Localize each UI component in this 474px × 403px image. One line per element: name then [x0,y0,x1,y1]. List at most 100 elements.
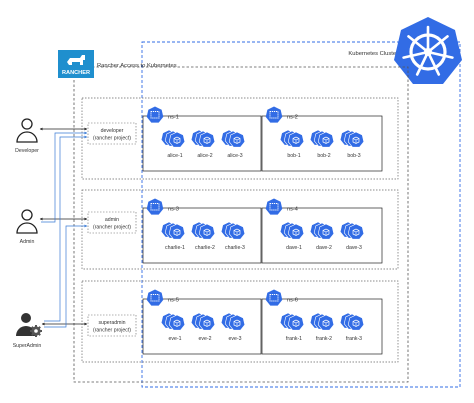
pod-icon [339,221,365,240]
pod-label: bob-2 [317,153,330,159]
namespace-label: ns-4 [287,207,298,213]
pod-1-1[interactable]: alice-1 [160,129,186,159]
pod-1-2[interactable]: alice-2 [190,129,216,159]
pod-label: charlie-3 [225,245,245,251]
project-group-superadmin [81,280,399,363]
project-type: (rancher project) [93,225,131,231]
namespaces-layer: ns-1 alice-1 alice-2 alice-3 ns-2 bob-1 bob-2 b… [142,106,383,355]
superadmin-access-admin-project-arrow [44,224,88,328]
rancher-access-boundary [73,66,409,383]
pod-label: bob-3 [347,153,360,159]
project-group-developer [81,97,399,180]
pod-6-1[interactable]: frank-1 [279,312,305,342]
superadmin-label: SuperAdmin [13,343,42,349]
admin-label: Admin [20,239,35,245]
pod-icon [279,129,305,148]
pod-label: eve-1 [169,336,182,342]
rancher-logo-text: RANCHER [62,70,90,76]
namespace-label: ns-3 [168,207,179,213]
pod-icon [220,221,246,240]
project-box-admin[interactable]: admin (rancher project) [87,211,137,234]
pod-icon [220,129,246,148]
pod-3-1[interactable]: charlie-1 [160,221,186,251]
rancher-title: Rancher Access to Kubernetes [97,63,177,69]
pod-2-2[interactable]: bob-2 [309,129,335,159]
pod-3-3[interactable]: charlie-3 [220,221,246,251]
namespace-label: ns-6 [287,298,298,304]
pod-4-1[interactable]: dave-1 [279,221,305,251]
pod-label: alice-1 [167,153,182,159]
pod-label: alice-3 [227,153,242,159]
pod-icon [160,129,186,148]
namespace-box-3[interactable]: ns-3 charlie-1 charlie-2 charlie-3 [142,198,262,264]
pod-label: frank-3 [346,336,362,342]
pod-label: charlie-2 [195,245,215,251]
namespace-box-5[interactable]: ns-5 eve-1 eve-2 eve-3 [142,289,262,355]
project-name: admin [105,217,119,223]
project-box-developer[interactable]: developer (rancher project) [87,122,137,145]
rancher-logo-icon: RANCHER [58,50,94,78]
pod-label: dave-1 [286,245,302,251]
pod-5-2[interactable]: eve-2 [190,312,216,342]
pod-5-3[interactable]: eve-3 [220,312,246,342]
pod-icon [279,221,305,240]
namespace-box-6[interactable]: ns-6 frank-1 frank-2 frank-3 [261,289,383,355]
namespace-box-4[interactable]: ns-4 dave-1 dave-2 dave-3 [261,198,383,264]
namespace-label: ns-2 [287,115,298,121]
project-name: developer [101,128,124,134]
admin-access-developer-project-arrow [41,131,88,223]
pod-icon [190,312,216,331]
namespace-icon [146,198,164,215]
pod-icon [279,312,305,331]
pod-icon [309,129,335,148]
pod-icon [190,221,216,240]
pod-label: eve-2 [199,336,212,342]
superadmin-access-developer-project-arrow [44,135,88,322]
kubernetes-logo-icon [394,17,462,84]
pod-label: charlie-1 [165,245,185,251]
pod-icon [339,129,365,148]
pod-icon [160,221,186,240]
pod-label: bob-1 [287,153,300,159]
project-group-admin [81,189,399,270]
project-box-superadmin[interactable]: superadmin (rancher project) [87,314,137,337]
developer-user-icon [16,118,38,143]
pod-label: frank-1 [286,336,302,342]
pod-5-1[interactable]: eve-1 [160,312,186,342]
pod-label: alice-2 [197,153,212,159]
namespace-icon [265,106,283,123]
pod-6-2[interactable]: frank-2 [309,312,335,342]
kubernetes-cluster-boundary [141,41,461,388]
pod-2-3[interactable]: bob-3 [339,129,365,159]
pod-4-2[interactable]: dave-2 [309,221,335,251]
namespace-box-1[interactable]: ns-1 alice-1 alice-2 alice-3 [142,106,262,172]
project-name: superadmin [98,320,125,326]
pod-1-3[interactable]: alice-3 [220,129,246,159]
project-type: (rancher project) [93,136,131,142]
project-type: (rancher project) [93,328,131,334]
kubernetes-cluster-label: Kubernetes Cluster [348,51,398,57]
namespace-icon [265,289,283,306]
namespace-label: ns-5 [168,298,179,304]
pod-4-3[interactable]: dave-3 [339,221,365,251]
pod-icon [309,221,335,240]
superadmin-user-icon [16,313,42,337]
namespace-box-2[interactable]: ns-2 bob-1 bob-2 bob-3 [261,106,383,172]
pod-label: dave-2 [316,245,332,251]
pod-icon [339,312,365,331]
pod-label: dave-3 [346,245,362,251]
pod-icon [160,312,186,331]
pod-icon [190,129,216,148]
namespace-icon [146,289,164,306]
pod-label: eve-3 [229,336,242,342]
pod-icon [220,312,246,331]
namespace-label: ns-1 [168,115,179,121]
developer-label: Developer [15,148,39,154]
pod-6-3[interactable]: frank-3 [339,312,365,342]
pod-icon [309,312,335,331]
namespace-icon [265,198,283,215]
namespace-icon [146,106,164,123]
pod-2-1[interactable]: bob-1 [279,129,305,159]
pod-3-2[interactable]: charlie-2 [190,221,216,251]
